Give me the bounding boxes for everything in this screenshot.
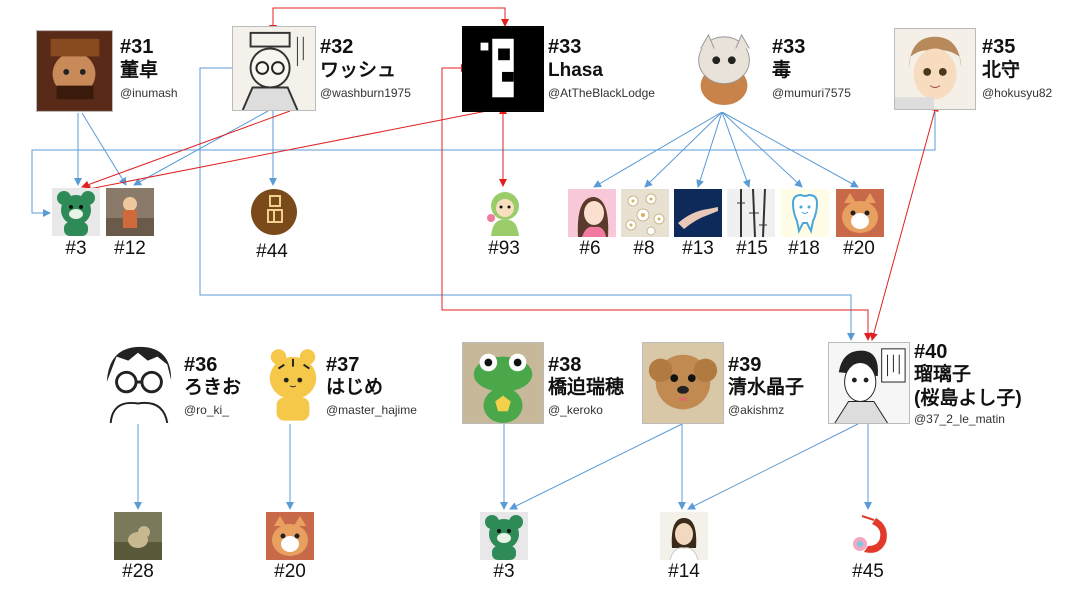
node-35-handle[interactable]: @hokusyu82 <box>982 86 1053 100</box>
avatar-32 <box>232 26 316 111</box>
avatar-35 <box>894 28 976 110</box>
small-node-6-label: #6 <box>579 238 601 259</box>
node-40-number: #40 <box>914 341 948 363</box>
pink-portrait-icon <box>568 189 616 237</box>
node-37-name: はじめ <box>326 377 384 398</box>
edge-32-33a <box>269 7 509 33</box>
edge-32-12 <box>133 110 269 186</box>
woman-portrait-icon <box>660 512 708 560</box>
node-33b-number: #33 <box>772 36 806 58</box>
node-39-number: #39 <box>728 354 762 376</box>
edge-33b-18 <box>721 111 803 188</box>
avatar-33a <box>462 26 544 112</box>
bamboo-icon <box>727 189 775 237</box>
node-36-number: #36 <box>184 354 218 376</box>
brown-circle-icon <box>250 188 298 236</box>
child-photo-icon <box>106 188 154 236</box>
cat-icon <box>266 512 314 560</box>
small-node-20-top-label: #20 <box>843 238 875 259</box>
green-character-icon <box>481 188 529 236</box>
green-bear-icon <box>52 188 100 236</box>
small-node-3-bottom-label: #3 <box>493 561 515 582</box>
node-31-number: #31 <box>120 36 154 58</box>
node-38-handle[interactable]: @_keroko <box>548 403 603 417</box>
edge-39-3 <box>509 423 683 510</box>
small-node-14-label: #14 <box>668 561 700 582</box>
edge-32-3 <box>81 110 291 189</box>
node-37-number: #37 <box>326 354 360 376</box>
node-33a-handle[interactable]: @AtTheBlackLodge <box>548 86 655 100</box>
avatar-33b <box>686 26 764 112</box>
node-38-number: #38 <box>548 354 582 376</box>
node-32-handle[interactable]: @washburn1975 <box>320 86 411 100</box>
node-35-number: #35 <box>982 36 1016 58</box>
flowers-icon <box>621 189 669 237</box>
edge-33b-8 <box>644 111 723 188</box>
blue-hand-icon <box>674 189 722 237</box>
small-node-12-label: #12 <box>114 238 146 259</box>
avatar-38 <box>462 342 544 424</box>
edge-40-14 <box>687 423 859 510</box>
cat-icon <box>836 189 884 237</box>
small-node-44-label: #44 <box>256 241 288 262</box>
node-31-name: 董卓 <box>120 60 159 81</box>
avatar-37 <box>264 342 322 424</box>
small-node-13-label: #13 <box>682 238 714 259</box>
avatar-40 <box>828 342 910 424</box>
node-38-name: 橋迫瑞穂 <box>548 377 625 398</box>
shrimp-icon <box>846 512 894 560</box>
node-36-handle[interactable]: @ro_ki_ <box>184 403 229 417</box>
small-node-3-label: #3 <box>65 238 87 259</box>
node-40-name-line2: (桜島よし子) <box>914 388 1022 409</box>
node-33b-handle[interactable]: @mumuri7575 <box>772 86 851 100</box>
cat-outdoor-icon <box>114 512 162 560</box>
avatar-36 <box>98 342 178 424</box>
edge-33b-6 <box>593 111 723 188</box>
small-node-15-label: #15 <box>736 238 768 259</box>
avatar-39 <box>642 342 724 424</box>
node-37-handle[interactable]: @master_hajime <box>326 403 417 417</box>
small-node-20-bottom-label: #20 <box>274 561 306 582</box>
node-31-handle[interactable]: @inumash <box>120 86 178 100</box>
edge-33b-15 <box>721 111 751 188</box>
green-bear-icon <box>480 512 528 560</box>
node-36-name: ろきお <box>184 377 242 398</box>
edge-31-12 <box>81 112 127 186</box>
node-40-handle[interactable]: @37_2_le_matin <box>914 412 1005 426</box>
node-33a-name: Lhasa <box>548 60 603 81</box>
small-node-28-label: #28 <box>122 561 154 582</box>
node-39-handle[interactable]: @akishmz <box>728 403 785 417</box>
edge-33a-3 <box>83 109 493 193</box>
avatar-31 <box>36 30 113 112</box>
small-node-18-label: #18 <box>788 238 820 259</box>
edge-33b-20 <box>721 111 859 188</box>
node-33b-name: 毒 <box>772 60 792 81</box>
node-40-name-line1: 瑠璃子 <box>914 364 972 385</box>
tooth-icon <box>781 189 829 237</box>
node-33a-number: #33 <box>548 36 582 58</box>
small-node-93-label: #93 <box>488 238 520 259</box>
node-32-number: #32 <box>320 36 354 58</box>
small-node-45-label: #45 <box>852 561 884 582</box>
node-32-name: ワッシュ <box>320 60 397 81</box>
node-35-name: 北守 <box>982 60 1021 81</box>
node-39-name: 清水晶子 <box>728 377 805 398</box>
small-node-8-label: #8 <box>633 238 655 259</box>
edge-33b-13 <box>696 111 723 188</box>
